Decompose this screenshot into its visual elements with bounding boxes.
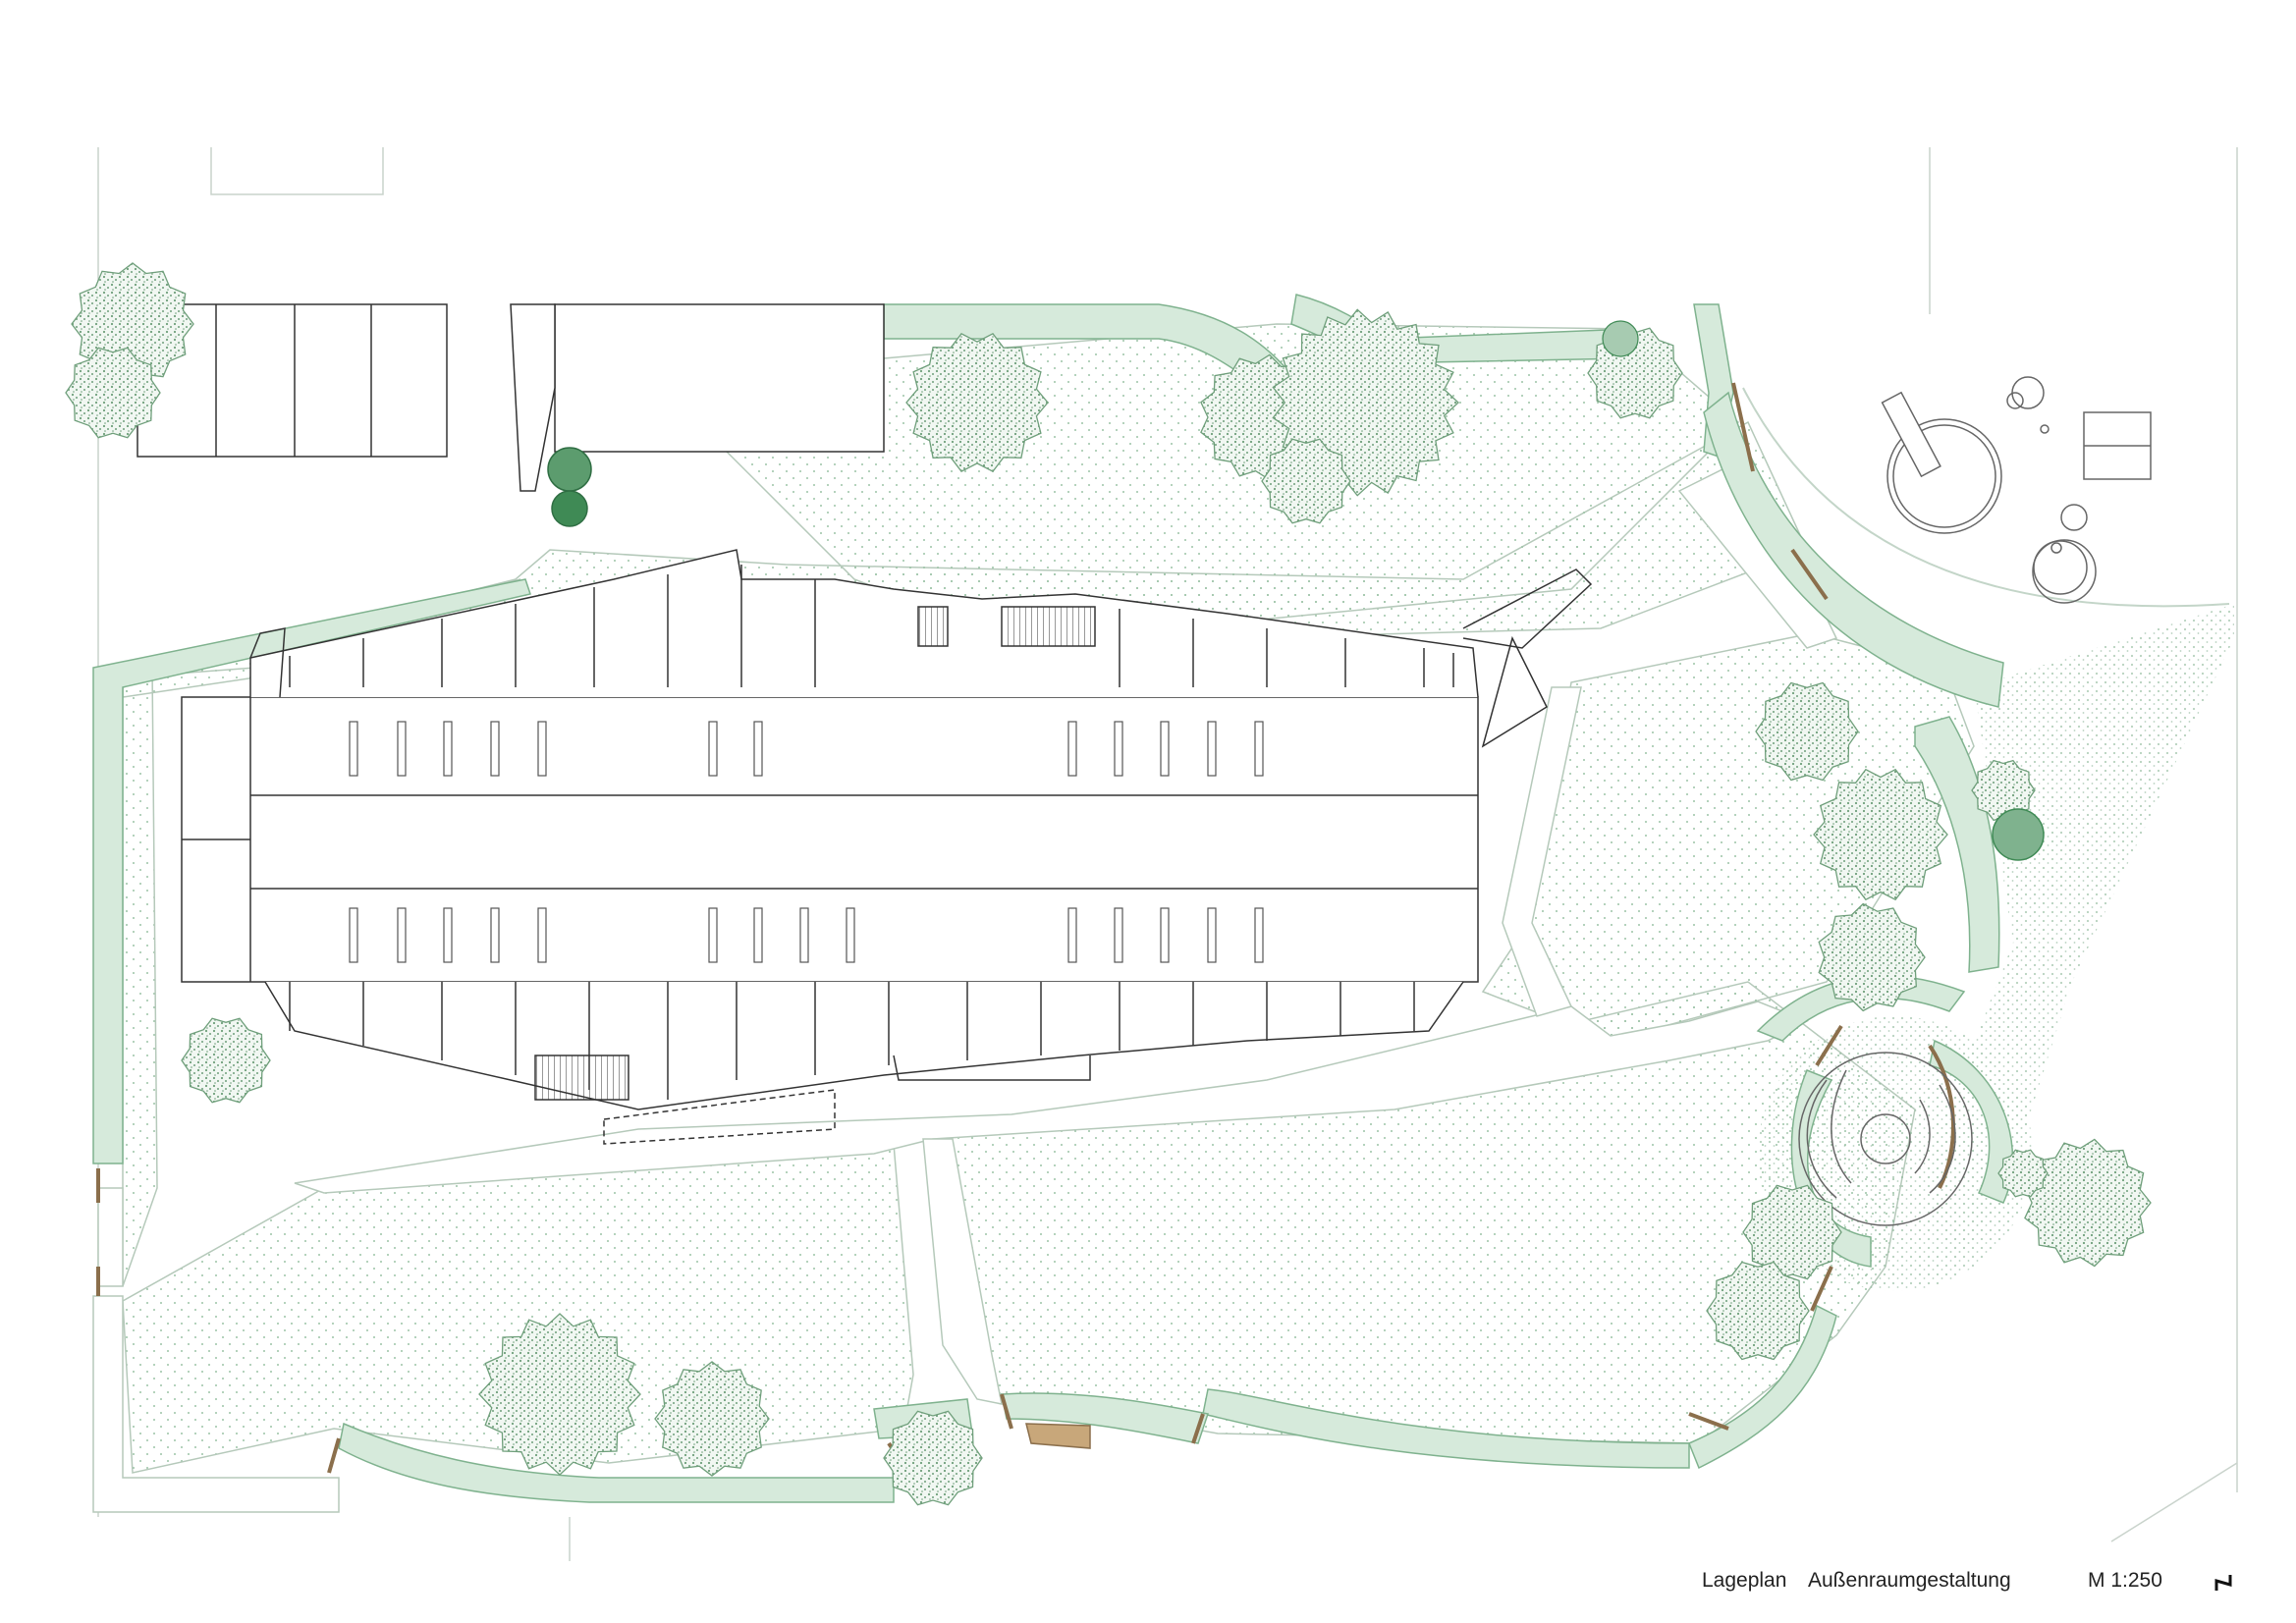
playground-elements [1881, 376, 2152, 604]
tree-canopy [1261, 438, 1351, 524]
tree-canopy [1997, 1149, 2049, 1198]
tree-canopy [1818, 902, 1926, 1012]
plan-scale: M 1:250 [2088, 1569, 2162, 1592]
stairs-south [534, 1055, 629, 1101]
paths [92, 455, 1838, 1513]
tree-canopy [2024, 1138, 2152, 1268]
hedge-circle-top [1756, 974, 1966, 1042]
bench-south [1025, 1423, 1091, 1449]
hedge-south-2 [1001, 1392, 1209, 1444]
annex-north [554, 303, 885, 453]
building-north-wing [249, 549, 1479, 698]
path-east [1502, 686, 1582, 1017]
stairs-north-2 [917, 606, 949, 647]
tree-canopy [181, 1017, 271, 1104]
path-diagonal [922, 1138, 1003, 1405]
amphitheatre [1798, 1052, 1973, 1226]
skylights [349, 721, 1264, 963]
stairs-north-1 [1001, 606, 1096, 647]
path-south [294, 1001, 1809, 1194]
hedge-south-west [338, 1422, 895, 1503]
tree-canopy [654, 1361, 770, 1477]
plan-title: Lageplan [1702, 1569, 1787, 1592]
tree-canopy [1755, 681, 1859, 782]
north-arrow-icon [2214, 1575, 2232, 1591]
hedge-west [92, 578, 531, 1164]
tree-canopy [478, 1313, 641, 1476]
tree-canopy [1813, 768, 1948, 901]
building-main-block [181, 696, 1479, 983]
path-west-door [97, 1187, 124, 1287]
accent-trees [547, 320, 2045, 861]
east-courtyard [1742, 387, 2230, 608]
plan-subtitle: Außenraumgestaltung [1808, 1569, 2011, 1592]
tree-canopy [883, 1410, 983, 1506]
hedge-east-arc [1703, 391, 2004, 708]
tree-canopy [65, 347, 161, 439]
tree-canopy [1742, 1184, 1842, 1280]
hedge-circle-right [1929, 1039, 2014, 1204]
hedge-east-2 [1914, 716, 2000, 973]
tree-canopy [905, 332, 1049, 473]
trees [65, 262, 2152, 1506]
tree-canopy [1706, 1261, 1810, 1361]
hedge-south-1 [1202, 1388, 1690, 1469]
building-partitions [289, 565, 1454, 1100]
lawn-west-strip [122, 667, 158, 1287]
path-sw [92, 1295, 340, 1513]
